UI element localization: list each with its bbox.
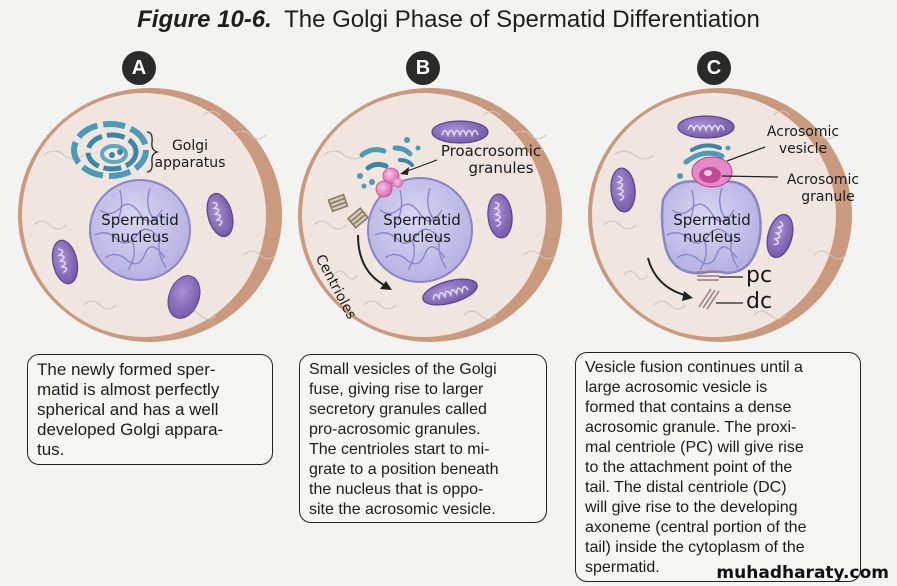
label-line: vesicle	[778, 141, 828, 157]
label-line: Spermatid	[101, 211, 179, 229]
caption-line: Small vesicles of the Golgi	[309, 361, 497, 378]
caption-line: mal centriole (PC) will give rise	[585, 439, 804, 456]
label-acrosomic-vesicle: Acrosomic vesicle	[758, 124, 848, 158]
cell-c	[588, 88, 852, 342]
centriole-dc	[698, 288, 720, 310]
caption-line: spherical and has a well	[37, 400, 219, 419]
proacrosomic-granules	[375, 167, 403, 198]
label-line: Proacrosomic	[440, 142, 542, 160]
illustration	[18, 88, 852, 342]
label-dc: dc	[746, 289, 773, 314]
label-proacrosomic-granules: Proacrosomic granules	[436, 143, 546, 177]
label-line: nucleus	[683, 228, 741, 246]
caption-line: pro-acrosomic granules.	[309, 421, 481, 438]
caption-line: The newly formed sper-	[37, 360, 216, 379]
caption-line: tail) inside the cytoplasm of the	[585, 539, 805, 556]
watermark: muhadharaty.com	[716, 563, 889, 583]
panel-badge-b: B	[406, 51, 440, 85]
label-pc: pc	[746, 263, 773, 288]
golgi-apparatus	[71, 121, 149, 179]
caption-line: large acrosomic vesicle is	[585, 379, 768, 396]
cell-b	[298, 88, 562, 342]
caption-line: formed that contains a dense	[585, 399, 792, 416]
caption-line: acrosomic granule. The proxi-	[585, 419, 797, 436]
figure-number: Figure 10-6.	[137, 6, 272, 33]
figure-title-text: The Golgi Phase of Spermatid Differentia…	[284, 6, 760, 33]
panel-badge-a: A	[122, 51, 156, 85]
panel-badge-c: C	[697, 51, 731, 85]
label-acrosomic-granule: Acrosomic granule	[778, 172, 868, 206]
label-line: Acrosomic	[786, 172, 860, 188]
figure-title: Figure 10-6. The Golgi Phase of Spermati…	[0, 6, 897, 34]
cell-a	[18, 88, 282, 342]
nucleus-a	[89, 179, 191, 281]
caption-line: The centrioles start to mi-	[309, 441, 490, 458]
label-line: Spermatid	[673, 211, 751, 229]
caption-line: will give rise to the developing	[585, 499, 798, 516]
golgi-fragments	[357, 137, 421, 195]
label-line: Spermatid	[383, 211, 461, 229]
caption-line: grate to a position beneath	[309, 461, 499, 478]
label-line: Golgi	[171, 138, 209, 154]
centrioles	[327, 193, 370, 229]
label-line: granule	[801, 189, 855, 205]
caption-line: matid is almost perfectly	[37, 380, 220, 399]
caption-line: axoneme (central portion of the	[585, 519, 807, 536]
caption-line: developed Golgi appara-	[37, 420, 224, 439]
caption-line: spermatid.	[585, 559, 660, 576]
caption-line: secretory granules called	[309, 401, 487, 418]
caption-line: tus.	[37, 440, 65, 459]
caption-line: Vesicle fusion continues until a	[585, 359, 803, 376]
caption-box-b: Small vesicles of the Golgi fuse, giving…	[299, 354, 547, 523]
label-nucleus-b: Spermatid nucleus	[372, 212, 472, 246]
mitochondrion	[431, 120, 489, 144]
label-line: nucleus	[111, 228, 169, 246]
caption-box-a: The newly formed sper- matid is almost p…	[27, 354, 273, 465]
caption-line: the nucleus that is oppo-	[309, 481, 484, 498]
mitochondrion	[677, 115, 735, 139]
caption-line: fuse, giving rise to larger	[309, 381, 484, 398]
centriole-pc	[697, 271, 719, 281]
label-line: nucleus	[393, 228, 451, 246]
mitochondrion	[167, 275, 201, 319]
caption-line: to the attachment point of the	[585, 459, 793, 476]
caption-line: site the acrosomic vesicle.	[309, 501, 496, 518]
caption-line: tail. The distal centriole (DC)	[585, 479, 787, 496]
label-nucleus-c: Spermatid nucleus	[662, 212, 762, 246]
golgi-remnant	[677, 143, 731, 179]
label-line: granules	[468, 159, 534, 177]
label-line: apparatus	[154, 155, 226, 171]
acrosomic-vesicle	[691, 156, 733, 188]
nucleus-b	[367, 177, 473, 283]
label-golgi-apparatus: Golgi apparatus	[150, 138, 230, 172]
caption-box-c: Vesicle fusion continues until a large a…	[575, 352, 861, 582]
label-nucleus-a: Spermatid nucleus	[90, 212, 190, 246]
label-line: Acrosomic	[766, 124, 840, 140]
